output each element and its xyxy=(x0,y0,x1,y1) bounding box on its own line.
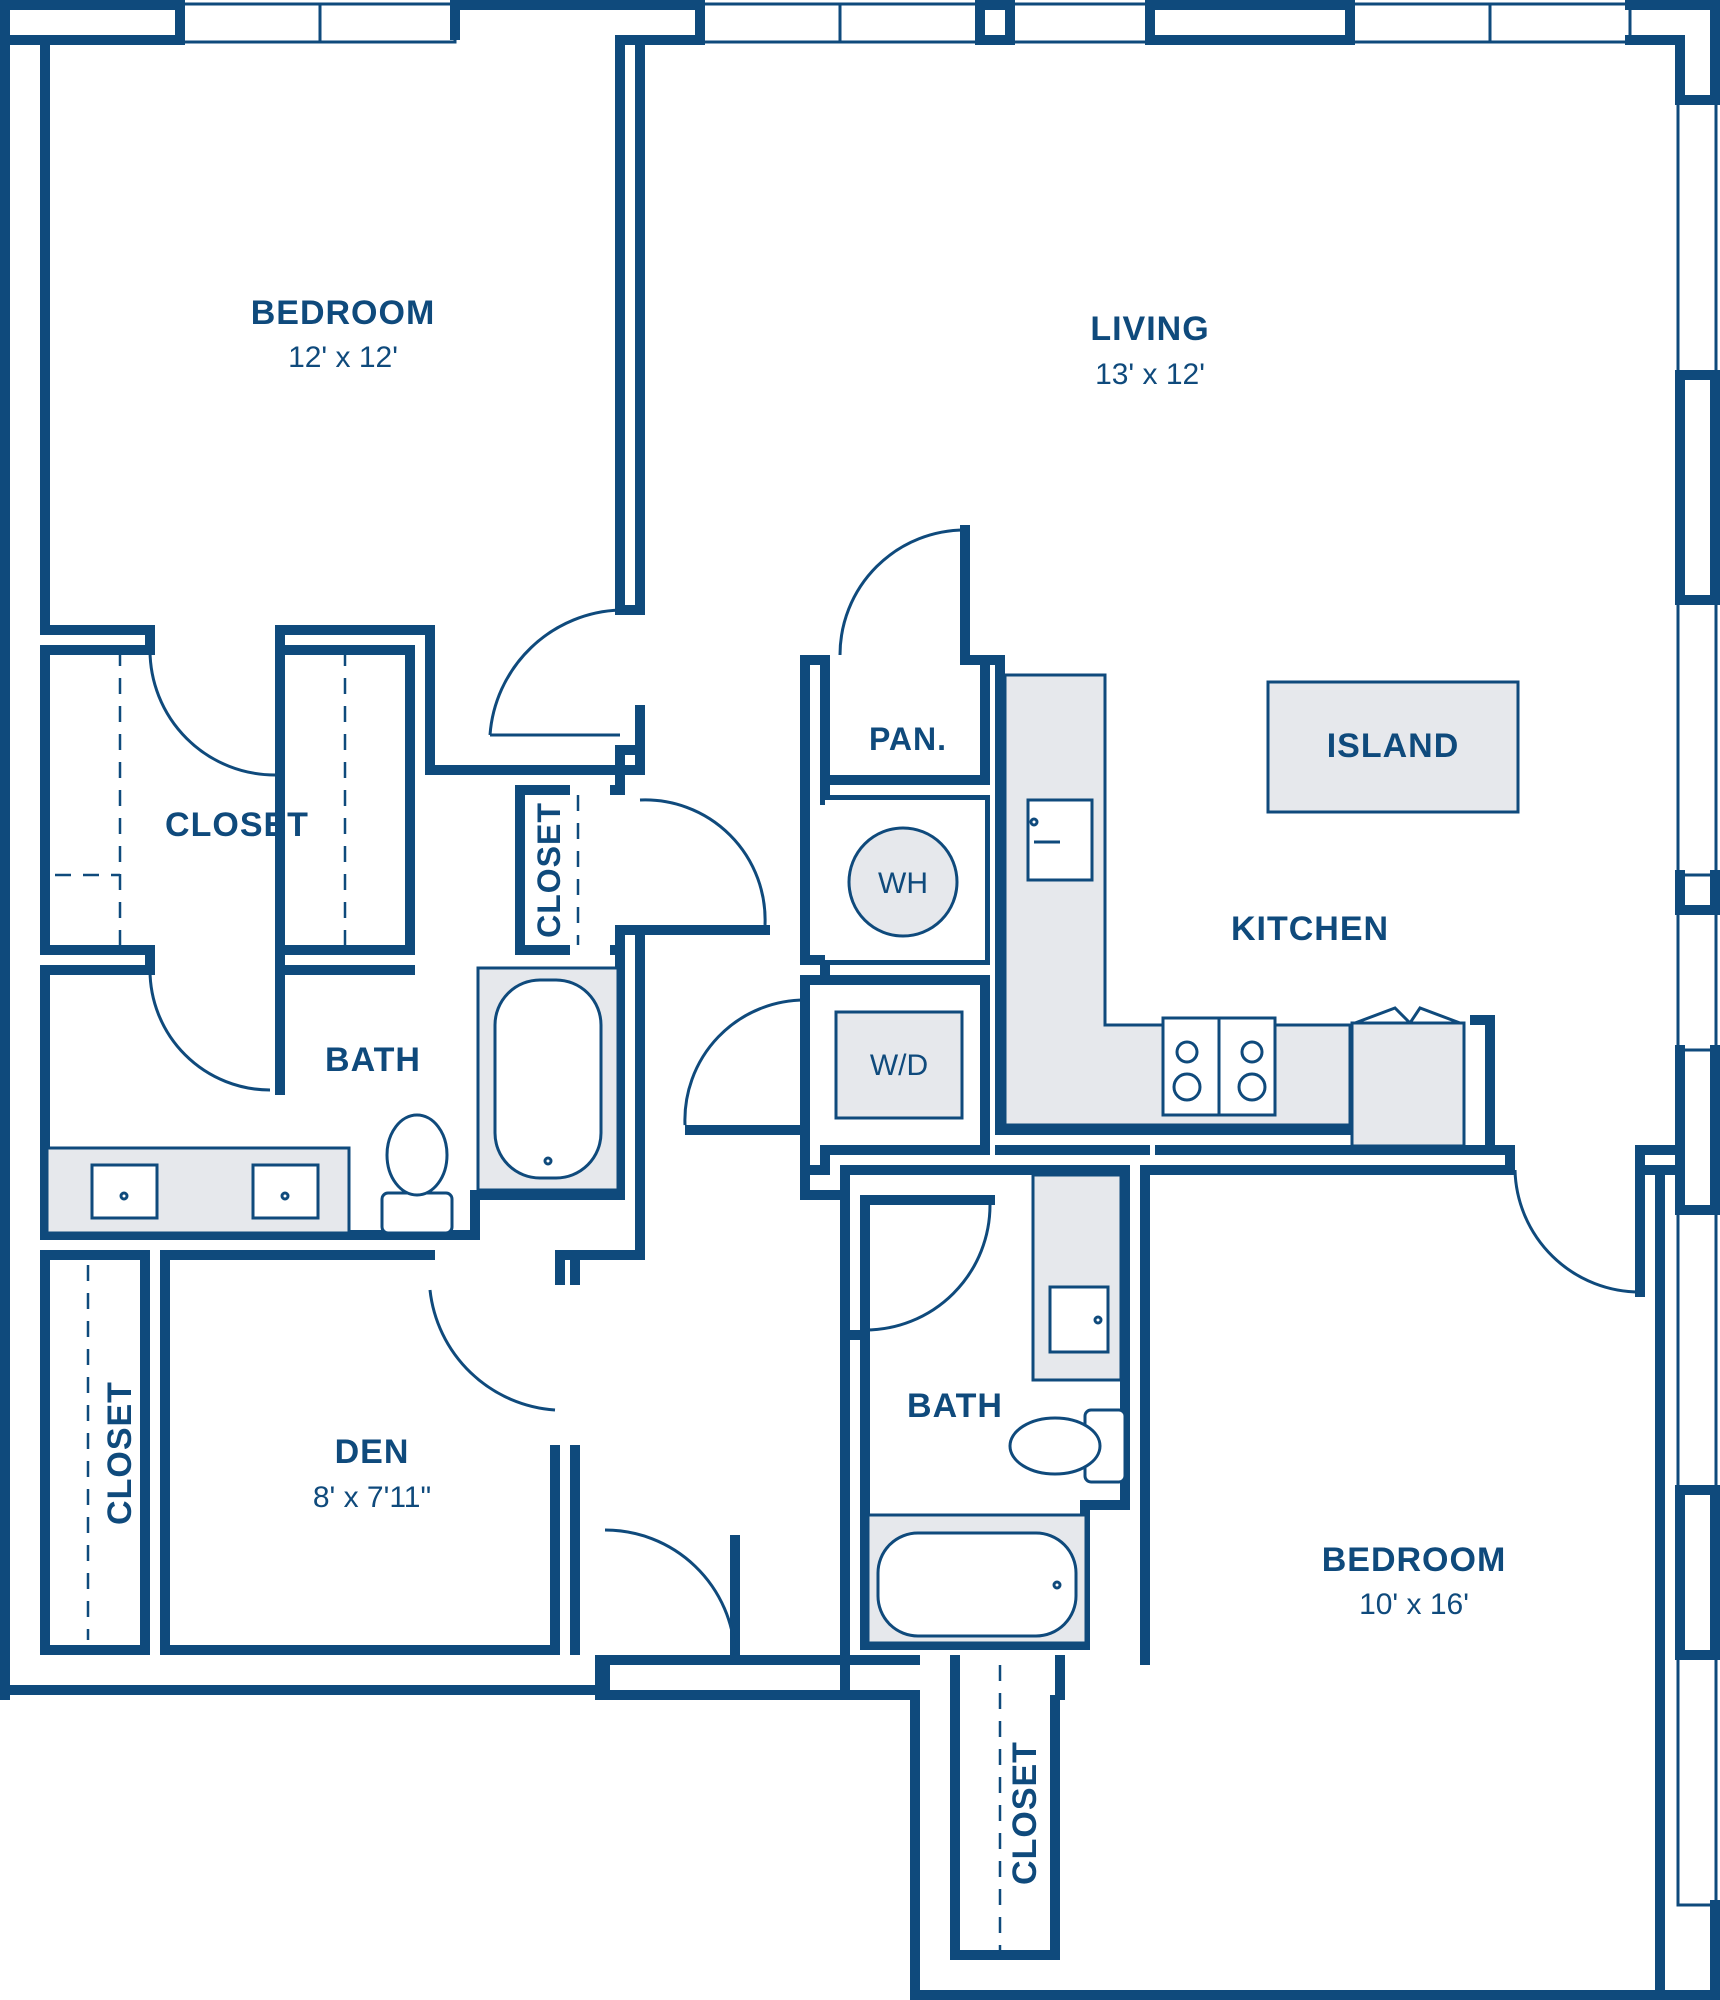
windows xyxy=(178,2,1718,1907)
bath-1-label: BATH xyxy=(325,1041,421,1079)
island xyxy=(1266,680,1520,814)
den-size: 8' x 7'11" xyxy=(313,1481,431,1514)
living-label: LIVING xyxy=(1090,310,1209,348)
fixtures xyxy=(45,673,1520,1645)
labels: BEDROOM 12' x 12' LIVING 13' x 12' CLOSE… xyxy=(101,294,1507,1885)
refrigerator-icon xyxy=(1350,1021,1466,1148)
closet-1-label: CLOSET xyxy=(165,806,309,844)
sink-icon xyxy=(90,1163,159,1220)
closet-rods xyxy=(55,650,1002,1950)
kitchen-sink-icon xyxy=(1026,798,1094,882)
bedroom-2-size: 10' x 16' xyxy=(1359,1588,1469,1621)
doors xyxy=(148,528,1641,1656)
water-heater-label: WH xyxy=(878,867,928,900)
closet-4-label: CLOSET xyxy=(1006,1741,1044,1885)
pantry-label: PAN. xyxy=(869,721,947,757)
sink-icon xyxy=(251,1163,320,1220)
toilet-icon xyxy=(380,1191,454,1235)
interior-walls xyxy=(40,35,1685,1995)
water-heater-icon xyxy=(847,826,959,938)
bath-2-label: BATH xyxy=(907,1387,1003,1425)
island-label: ISLAND xyxy=(1327,727,1460,765)
washer-dryer-icon xyxy=(834,1010,964,1120)
bedroom-1-size: 12' x 12' xyxy=(288,341,398,374)
sink-icon xyxy=(1048,1285,1110,1354)
washer-dryer-label: W/D xyxy=(870,1049,928,1082)
bedroom-2-label: BEDROOM xyxy=(1322,1541,1507,1579)
kitchen-counter xyxy=(1003,673,1352,1127)
kitchen-label: KITCHEN xyxy=(1231,910,1389,948)
living-size: 13' x 12' xyxy=(1095,358,1205,391)
closet-2-label: CLOSET xyxy=(531,802,567,938)
closet-3-label: CLOSET xyxy=(101,1381,139,1525)
bedroom-1-label: BEDROOM xyxy=(251,294,436,332)
den-label: DEN xyxy=(335,1433,410,1471)
